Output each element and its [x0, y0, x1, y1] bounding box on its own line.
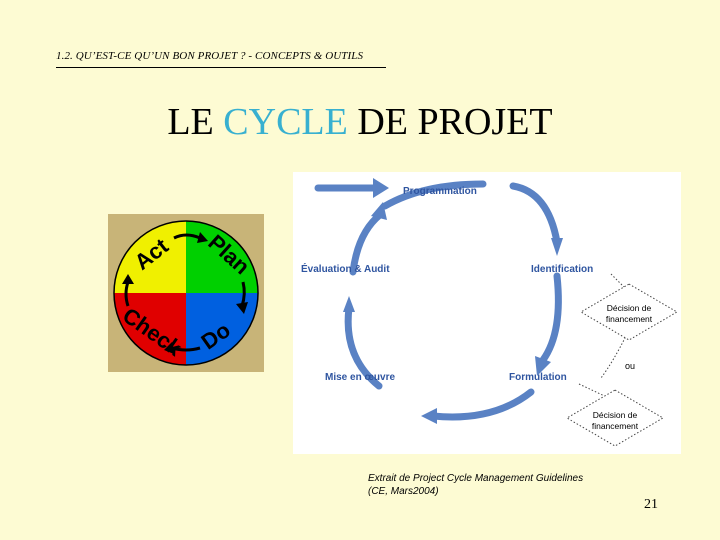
- arrow-check-to-act-icon: [122, 274, 134, 284]
- title-part-1: LE: [167, 101, 224, 143]
- entry-arrow-head-icon: [373, 178, 389, 198]
- source-caption: Extrait de Project Cycle Management Guid…: [368, 472, 583, 498]
- arc-top-left: [381, 180, 487, 210]
- wheel-outline: [113, 220, 259, 366]
- act-quadrant: [114, 221, 186, 293]
- arc-left: [349, 210, 385, 276]
- arrow-do-to-check-icon: [164, 342, 174, 354]
- step-mise-en-oeuvre: Mise en œuvre: [325, 372, 395, 383]
- step-evaluation-audit: Évaluation & Audit: [301, 262, 390, 275]
- decision-1-line-1: Décision de: [607, 303, 652, 313]
- decision-2-line-1: Décision de: [593, 410, 638, 420]
- page-number: 21: [644, 497, 658, 512]
- arrow-act-to-plan-icon: [197, 232, 208, 243]
- arc-top-right: [509, 182, 561, 246]
- arrow-to-formulation-icon: [535, 356, 551, 376]
- do-quadrant: [186, 293, 258, 365]
- connector-formulation-decision: [578, 383, 614, 401]
- arrow-to-mise-en-oeuvre-icon: [421, 408, 437, 424]
- pdca-wheel-image: Act Plan Do Check: [108, 214, 264, 372]
- title-accent: CYCLE: [223, 101, 348, 143]
- step-identification: Identification: [531, 264, 593, 275]
- decision-diamond-2: [566, 389, 664, 447]
- ou-label: ou: [625, 361, 635, 371]
- step-formulation: Formulation: [509, 372, 567, 383]
- caption-line-2: (CE, Mars2004): [368, 486, 439, 497]
- arrow-to-evaluation-icon: [343, 296, 355, 312]
- caption-line-1: Extrait de Project Cycle Management Guid…: [368, 473, 584, 484]
- decision-2-line-2: financement: [592, 421, 639, 431]
- project-cycle-diagram: Programmation Identification Formulation…: [293, 172, 681, 454]
- arrow-to-programmation-icon: [371, 202, 387, 220]
- decision-1-line-2: financement: [606, 314, 653, 324]
- step-programmation: Programmation: [403, 186, 477, 197]
- breadcrumb: 1.2. QU’EST-CE QU’UN BON PROJET ? - CONC…: [56, 50, 364, 62]
- arc-bottom: [429, 388, 535, 421]
- title-part-2: DE PROJET: [347, 101, 553, 143]
- decision-diamond-1: [580, 283, 678, 341]
- page-title: LE CYCLE DE PROJET: [0, 100, 720, 144]
- arc-right: [539, 272, 562, 364]
- breadcrumb-underline: [56, 67, 386, 68]
- arrow-to-identification-icon: [551, 238, 563, 256]
- connector-decision-formulation: [600, 333, 628, 379]
- arrow-plan-to-do-icon: [236, 302, 248, 314]
- arc-bottom-left: [344, 304, 383, 390]
